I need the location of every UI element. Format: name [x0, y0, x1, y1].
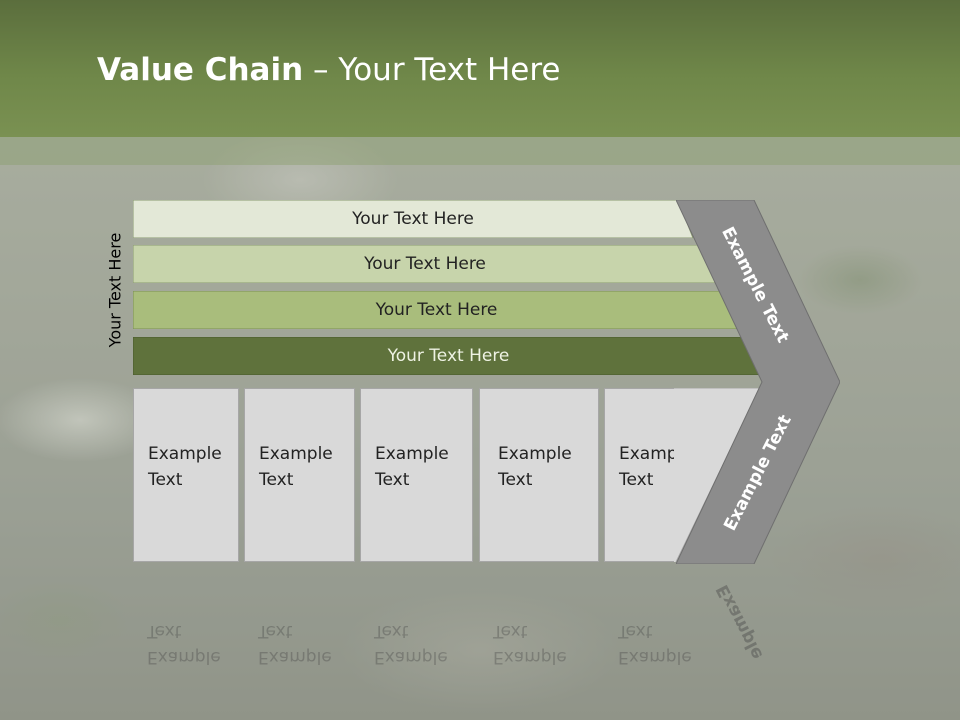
title-bold: Value Chain: [97, 52, 304, 88]
bar-1: Your Text Here: [133, 200, 693, 238]
bar-3-shape: [133, 291, 740, 329]
bar-3-label: Your Text Here: [375, 300, 498, 320]
bar-2-shape: [133, 245, 717, 283]
bar-4-shape: [133, 337, 764, 375]
activity-box-5-line2: Text: [619, 470, 654, 490]
bar-2-label: Your Text Here: [364, 254, 486, 274]
activity-box-2-line2: Text: [259, 470, 294, 490]
bar-2: Your Text Here: [133, 245, 717, 283]
bar-1-label: Your Text Here: [352, 209, 474, 229]
bar-4: Your Text Here: [133, 337, 764, 375]
activity-box-2-line1: Example: [259, 444, 333, 464]
side-label: Your Text Here: [105, 232, 125, 348]
value-chevron: [676, 200, 840, 564]
bar-1-shape: [133, 200, 693, 238]
activity-box-1-line1: Example: [148, 444, 222, 464]
bar-3: Your Text Here: [133, 291, 740, 329]
slide-title: Value Chain – Your Text Here: [97, 52, 560, 88]
activity-box-3-line1: Example: [375, 444, 449, 464]
bar-4-label: Your Text Here: [387, 346, 510, 366]
value-chevron-shape: [676, 200, 840, 564]
activity-box-1-line2: Text: [148, 470, 183, 490]
activity-box-4-line1: Example: [498, 444, 572, 464]
header-bar: Value Chain – Your Text Here: [0, 0, 960, 137]
title-rest: – Your Text Here: [303, 52, 561, 88]
activity-box-4-line2: Text: [498, 470, 533, 490]
activity-box-3-line2: Text: [375, 470, 410, 490]
header-shadow-band: [0, 137, 960, 165]
